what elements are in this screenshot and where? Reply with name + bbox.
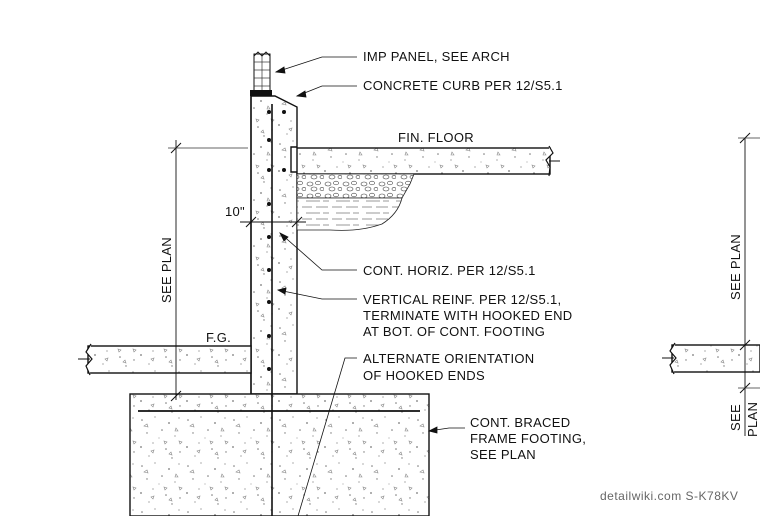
dimension-wall-thickness	[240, 216, 306, 228]
imp-panel	[250, 51, 272, 96]
label-wall-thickness: 10"	[225, 204, 245, 219]
adjacent-detail-fragment	[662, 132, 760, 436]
label-vertical-reinf-3: AT BOT. OF CONT. FOOTING	[363, 324, 545, 339]
floor-slab	[296, 145, 560, 231]
leader-lines	[274, 56, 465, 516]
label-concrete-curb: CONCRETE CURB PER 12/S5.1	[363, 78, 563, 93]
label-footing-2: FRAME FOOTING,	[470, 431, 586, 446]
label-see-plan-left: SEE PLAN	[159, 237, 174, 303]
label-fin-floor: FIN. FLOOR	[398, 130, 474, 145]
label-see-plan-right: SEE PLAN	[728, 234, 743, 300]
footing	[129, 393, 430, 516]
label-see-plan-lower-2: PLAN	[745, 402, 760, 437]
label-finished-grade: F.G.	[206, 330, 231, 345]
dimension-see-plan	[168, 140, 248, 402]
label-vertical-reinf-1: VERTICAL REINF. PER 12/S5.1,	[363, 292, 561, 307]
label-vertical-reinf-2: TERMINATE WITH HOOKED END	[363, 308, 572, 323]
label-cont-horiz: CONT. HORIZ. PER 12/S5.1	[363, 263, 536, 278]
watermark: detailwiki.com S-K78KV	[600, 489, 738, 503]
stem-wall	[250, 95, 298, 412]
label-footing-1: CONT. BRACED	[470, 415, 570, 430]
horizontal-bars	[267, 110, 286, 371]
label-alternate-1: ALTERNATE ORIENTATION	[363, 351, 534, 366]
label-see-plan-lower-1: SEE	[728, 404, 743, 431]
label-alternate-2: OF HOOKED ENDS	[363, 368, 485, 383]
label-footing-3: SEE PLAN	[470, 447, 536, 462]
label-imp-panel: IMP PANEL, SEE ARCH	[363, 49, 510, 64]
exterior-grade	[78, 343, 252, 376]
